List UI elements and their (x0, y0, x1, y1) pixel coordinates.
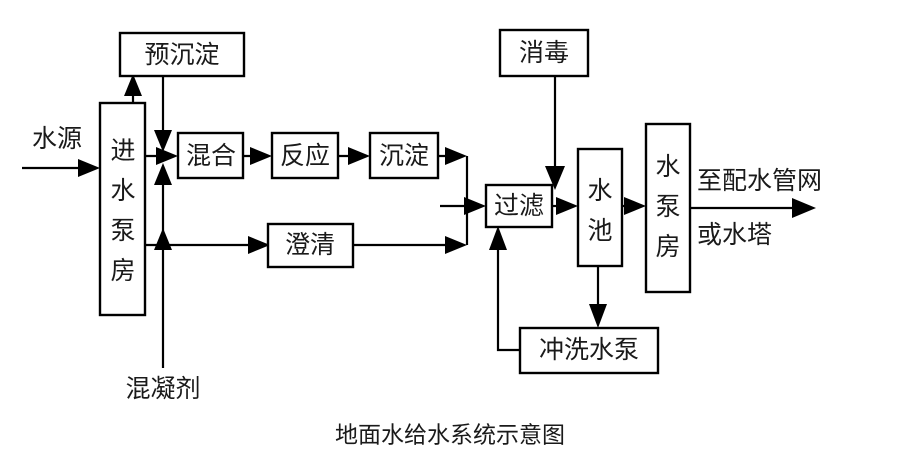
node-intake-pump-box[interactable] (98, 101, 147, 317)
arrowhead-bus-to-filter (464, 197, 486, 215)
node-disinfect-label: 消毒 (519, 38, 569, 67)
node-pump-house-char-0: 水 (655, 152, 680, 181)
free-labels: 水源 混凝剂 至配水管网 或水塔 (32, 124, 822, 403)
arrowhead-reservoir-to-pumphouse (624, 197, 646, 215)
arrowhead-settle-to-bus (445, 147, 467, 165)
node-clarify-box[interactable] (266, 222, 355, 269)
arrowhead-coagulant-to-mix (154, 163, 172, 185)
node-pump-house-char-2: 房 (655, 232, 680, 261)
node-presed-box[interactable] (118, 31, 246, 78)
arrowhead-filter-to-reservoir (556, 197, 578, 215)
node-filter[interactable]: 过滤 (484, 183, 554, 229)
node-react-label: 反应 (280, 141, 330, 170)
node-clarify[interactable]: 澄清 (266, 222, 355, 269)
node-clarify-label: 澄清 (285, 230, 335, 259)
arrowhead-presed-to-mix (154, 130, 172, 152)
node-intake-pump-char-3: 房 (110, 256, 135, 285)
node-intake-pump-char-0: 进 (110, 136, 135, 165)
node-react-box[interactable] (270, 131, 340, 180)
label-coagulant: 混凝剂 (125, 374, 200, 403)
arrowhead-reservoir-to-backwash (589, 304, 607, 328)
arrowhead-intake-to-clarify (248, 236, 270, 254)
node-intake-pump[interactable]: 进 水 泵 房 (98, 101, 147, 317)
node-settle[interactable]: 沉淀 (368, 131, 440, 180)
node-settle-box[interactable] (368, 131, 440, 180)
node-settle-label: 沉淀 (379, 141, 429, 170)
node-mix-box[interactable] (176, 131, 245, 180)
arrowhead-disinfect-to-filter (545, 166, 565, 190)
arrowhead-backwash-to-filter (489, 226, 507, 250)
arrowhead-coagulant-to-clarify (154, 228, 172, 250)
arrowhead-mix-to-react (250, 147, 272, 165)
node-filter-label: 过滤 (494, 191, 544, 220)
label-or-water-tower: 或水塔 (697, 220, 772, 249)
label-water-source: 水源 (32, 124, 82, 153)
node-disinfect[interactable]: 消毒 (498, 28, 590, 78)
arrowhead-react-to-settle (348, 147, 370, 165)
node-presed-label: 预沉淀 (144, 40, 219, 69)
node-react[interactable]: 反应 (270, 131, 340, 180)
label-to-distribution-network: 至配水管网 (697, 166, 822, 195)
node-reservoir-char-1: 池 (587, 216, 612, 245)
node-reservoir[interactable]: 水 池 (576, 147, 624, 268)
node-mix[interactable]: 混合 (176, 131, 245, 180)
nodes: 预沉淀 进 水 泵 房 混合 反应 沉淀 (98, 28, 692, 375)
node-backwash-box[interactable] (518, 326, 660, 375)
node-presed[interactable]: 预沉淀 (118, 31, 246, 78)
node-mix-label: 混合 (186, 141, 236, 170)
arrowhead-clarify-to-bus (445, 236, 467, 254)
node-intake-pump-char-1: 水 (110, 176, 135, 205)
node-pump-house-box[interactable] (644, 122, 692, 294)
connectors (22, 74, 816, 368)
diagram-caption: 地面水给水系统示意图 (335, 423, 565, 449)
node-intake-pump-char-2: 泵 (110, 216, 135, 245)
node-filter-box[interactable] (484, 183, 554, 229)
arrowhead-intake-to-presed (124, 74, 142, 96)
arrowhead-source-to-intake (78, 159, 100, 177)
node-backwash[interactable]: 冲洗水泵 (518, 326, 660, 375)
node-pump-house[interactable]: 水 泵 房 (644, 122, 692, 294)
arrowhead-intake-to-mix (156, 147, 178, 165)
arrowhead-pumphouse-to-network (792, 198, 816, 218)
node-pump-house-char-1: 泵 (655, 192, 680, 221)
node-backwash-label: 冲洗水泵 (539, 335, 639, 364)
node-disinfect-box[interactable] (498, 28, 590, 78)
edge-backwash-to-filter (496, 244, 520, 352)
node-reservoir-box[interactable] (576, 147, 624, 268)
node-reservoir-char-0: 水 (587, 176, 612, 205)
